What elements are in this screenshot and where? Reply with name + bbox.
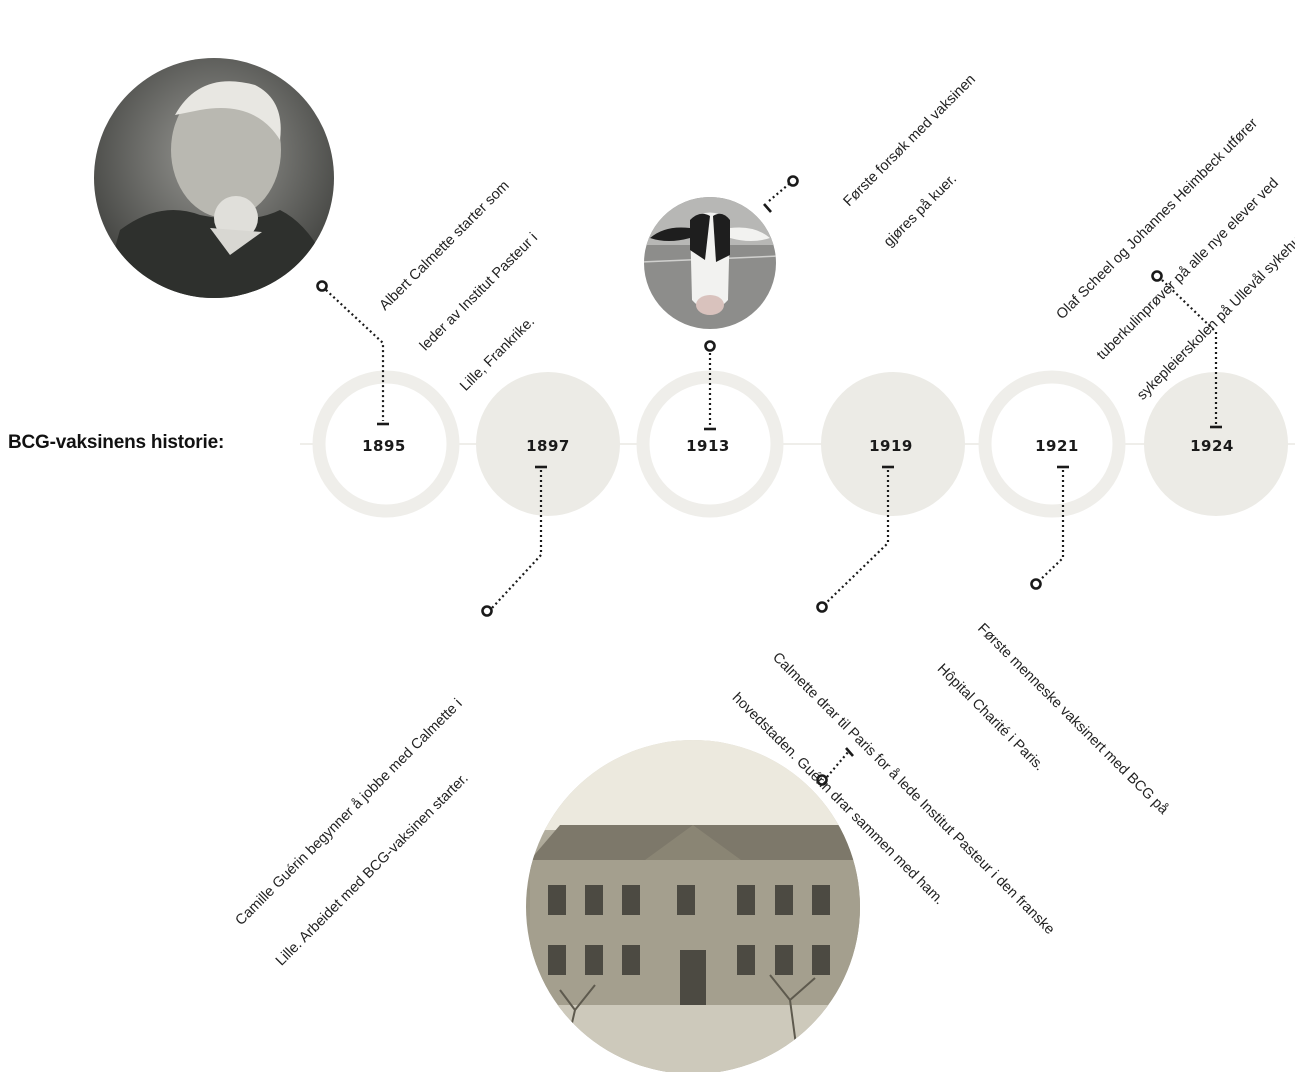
connector-rings	[316, 175, 1163, 786]
year-disc-1919	[821, 372, 965, 516]
connector-1924	[1161, 279, 1218, 424]
year-label-1913: 1913	[686, 437, 730, 455]
year-ring-1921	[978, 370, 1126, 518]
year-label-1921: 1921	[1035, 437, 1079, 455]
cow-photo	[644, 197, 776, 329]
year-label-1897: 1897	[526, 437, 570, 455]
year-label-1919: 1919	[869, 437, 913, 455]
year-ring-1913	[636, 370, 784, 518]
connector-cow	[768, 183, 790, 202]
connector-caps	[377, 203, 1222, 757]
connector-1919	[825, 470, 890, 604]
year-ring-1895	[312, 370, 460, 518]
note-line: leder av Institut Pasteur i	[416, 230, 542, 355]
portrait-photo	[94, 58, 334, 298]
page-title: BCG-vaksinens historie:	[8, 432, 225, 453]
connector-1897	[491, 470, 543, 609]
year-label-1924: 1924	[1190, 437, 1234, 455]
year-label-1895: 1895	[362, 437, 406, 455]
connector-building	[826, 750, 850, 778]
year-disc-1897	[476, 372, 620, 516]
year-disc-1924	[1144, 372, 1288, 516]
connector-lines	[325, 183, 1218, 778]
connector-1895	[325, 289, 385, 421]
